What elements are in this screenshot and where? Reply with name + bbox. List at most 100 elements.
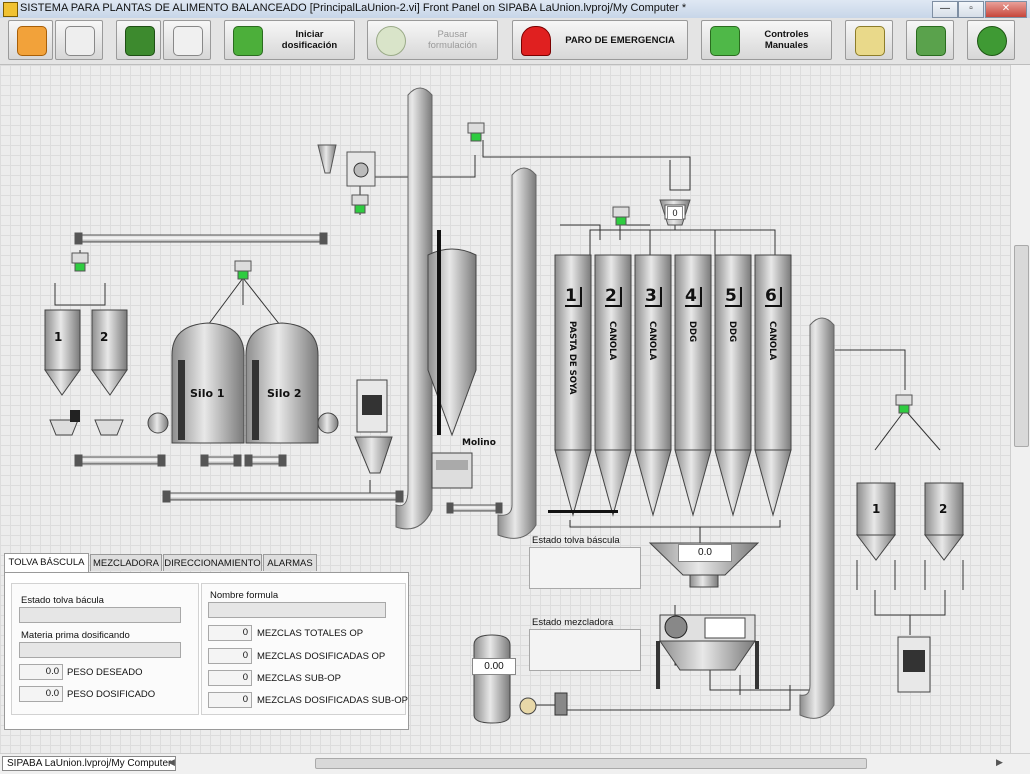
- tolva-number: 6: [765, 287, 782, 307]
- pausar-formulacion-label: Pausar formulación: [427, 29, 478, 51]
- peso-dosificado-value: 0.0: [19, 686, 63, 702]
- mini-right-2-label: 2: [939, 502, 948, 516]
- tolva-name: DDG: [727, 321, 737, 343]
- molino-label: Molino: [462, 438, 496, 448]
- iniciar-dosificacion-label: Iniciar dosificación: [281, 29, 338, 51]
- silo1-label: Silo 1: [190, 387, 225, 400]
- peso-dosificado-label: PESO DOSIFICADO: [67, 689, 156, 700]
- notes-button[interactable]: [8, 20, 53, 60]
- user-button[interactable]: [967, 20, 1015, 60]
- tab-tolva-bascula[interactable]: TOLVA BÁSCULA: [4, 553, 89, 572]
- tolva-number: 5: [725, 287, 742, 307]
- bascula-weight: 0.0: [678, 544, 732, 562]
- truck-right: [897, 636, 931, 693]
- notes-icon: [16, 26, 47, 56]
- peso-deseado-value: 0.0: [19, 664, 63, 680]
- close-button[interactable]: ✕: [985, 1, 1027, 18]
- estado-tolva-label: Estado tolva báscula: [532, 535, 620, 546]
- scroll-left-icon[interactable]: ◀: [168, 757, 175, 767]
- tolva-name: PASTA DE SOYA: [567, 321, 577, 395]
- tolva-number: 3: [645, 287, 662, 307]
- tolva-number: 1: [565, 287, 582, 307]
- window-titlebar: SISTEMA PARA PLANTAS DE ALIMENTO BALANCE…: [0, 0, 1030, 19]
- controles-manuales-label: Controles Manuales: [764, 29, 809, 51]
- tab-mezcladora[interactable]: MEZCLADORA: [90, 554, 162, 571]
- intake-hopper: [317, 144, 376, 187]
- tolva-bascula-panel: Estado tolva bácula Materia prima dosifi…: [4, 572, 409, 730]
- clock-icon: [376, 26, 406, 56]
- silos: [147, 322, 339, 444]
- truck-button[interactable]: [906, 20, 954, 60]
- estado-mezcladora-display: [529, 629, 641, 671]
- green-flag-icon: [233, 26, 263, 56]
- edit-button[interactable]: [163, 20, 211, 60]
- bucket-icon: [65, 26, 95, 56]
- mezclas-dosif-sub-value: 0: [208, 692, 252, 708]
- bucket-button[interactable]: [55, 20, 103, 60]
- mini-silos-right: [855, 482, 965, 590]
- plant-svg: [44, 87, 965, 724]
- silo2-label: Silo 2: [267, 387, 302, 400]
- book-icon: [124, 26, 155, 56]
- mezclas-dosificadas-label: MEZCLAS DOSIFICADAS OP: [257, 651, 386, 662]
- nombre-formula-field: [208, 602, 386, 618]
- user-icon: [977, 26, 1007, 56]
- mini-right-1-label: 1: [872, 502, 881, 516]
- vertical-scrollbar[interactable]: [1010, 65, 1030, 753]
- alarm-light-icon: [521, 26, 551, 56]
- tolva-number: 4: [685, 287, 702, 307]
- mezclas-sub-value: 0: [208, 670, 252, 686]
- tab-direccionamiento[interactable]: DIRECCIONAMIENTO: [163, 554, 262, 571]
- tolva-name: CANOLA: [607, 321, 617, 361]
- minimize-button[interactable]: —: [932, 1, 958, 18]
- elevator-ducts: [395, 87, 835, 719]
- liquid-tank: [473, 634, 568, 724]
- mini-silos-left: [44, 309, 128, 436]
- tolva-name: CANOLA: [647, 321, 657, 361]
- tolva-name: CANOLA: [767, 321, 777, 361]
- paro-emergencia-button[interactable]: PARO DE EMERGENCIA: [512, 20, 688, 60]
- estado-tolva-display: [529, 547, 641, 589]
- tab-alarmas[interactable]: ALARMAS: [263, 554, 317, 571]
- maximize-button[interactable]: ▫: [958, 1, 984, 18]
- book-button[interactable]: [116, 20, 161, 60]
- controles-manuales-button[interactable]: Controles Manuales: [701, 20, 832, 60]
- scroll-right-icon[interactable]: ▶: [996, 757, 1003, 767]
- horizontal-scroll-thumb[interactable]: [315, 758, 867, 769]
- printer-button[interactable]: [845, 20, 893, 60]
- mezclas-dosificadas-value: 0: [208, 648, 252, 664]
- molino-tower: [427, 230, 477, 489]
- tolva-number: 2: [605, 287, 622, 307]
- vertical-scroll-thumb[interactable]: [1014, 245, 1029, 447]
- cart-icon: [916, 26, 946, 56]
- screw-conveyors: [74, 232, 503, 514]
- paro-emergencia-label: PARO DE EMERGENCIA: [565, 34, 675, 46]
- mini-left-1-label: 1: [54, 330, 63, 344]
- truck-left: [354, 379, 393, 474]
- mezclas-sub-label: MEZCLAS SUB-OP: [257, 673, 341, 684]
- valves: [71, 122, 913, 414]
- status-bar: SIPABA LaUnion.lvproj/My Computer ◀ ▶: [0, 753, 1030, 774]
- printer-icon: [855, 26, 885, 56]
- estado-mezcladora-label: Estado mezcladora: [532, 617, 614, 628]
- nombre-formula-label: Nombre formula: [210, 590, 279, 601]
- project-path: SIPABA LaUnion.lvproj/My Computer: [2, 756, 177, 771]
- mezclas-totales-label: MEZCLAS TOTALES OP: [257, 628, 364, 639]
- estado-bacula-label: Estado tolva bácula: [21, 595, 104, 606]
- mezclas-dosif-sub-label: MEZCLAS DOSIFICADAS SUB-OP: [257, 695, 408, 706]
- peso-deseado-label: PESO DESEADO: [67, 667, 143, 678]
- mini-left-2-label: 2: [100, 330, 109, 344]
- distributor-value: 0: [667, 206, 683, 220]
- hand-icon: [710, 26, 740, 56]
- tank-level-value: 0.00: [472, 658, 516, 675]
- mezclas-totales-value: 0: [208, 625, 252, 641]
- tolva-name: DDG: [687, 321, 697, 343]
- iniciar-dosificacion-button[interactable]: Iniciar dosificación: [224, 20, 355, 60]
- materia-prima-label: Materia prima dosificando: [21, 630, 130, 641]
- estado-bacula-field: [19, 607, 181, 623]
- mixer: [656, 614, 759, 689]
- toolbar: Iniciar dosificación Pausar formulación …: [0, 18, 1030, 65]
- tolvas: [548, 254, 792, 517]
- pausar-formulacion-button[interactable]: Pausar formulación: [367, 20, 498, 60]
- labview-icon: [3, 2, 18, 17]
